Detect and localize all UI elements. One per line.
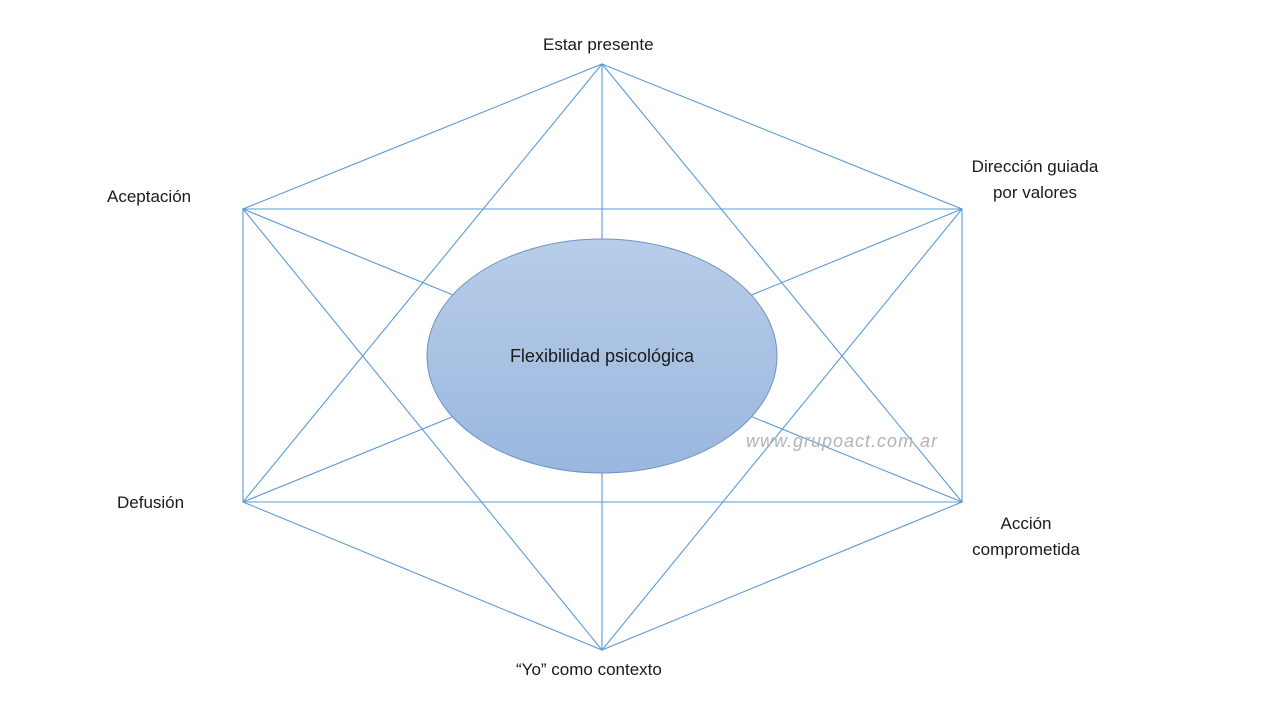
watermark-text: www.grupoact.com.ar: [746, 431, 939, 451]
node-label-estar-presente: Estar presente: [543, 35, 654, 54]
center-ellipse: [426, 238, 778, 474]
node-label-defusion: Defusión: [117, 493, 185, 512]
node-label-aceptacion: Aceptación: [107, 187, 192, 206]
node-label-accion-comprometida: Acción comprometida: [972, 514, 1080, 559]
node-label-direccion-valores: Dirección guiada por valores: [971, 157, 1099, 202]
center-label: Flexibilidad psicológica: [509, 346, 695, 366]
node-label-yo-como-contexto: “Yo” como contexto: [516, 660, 662, 679]
